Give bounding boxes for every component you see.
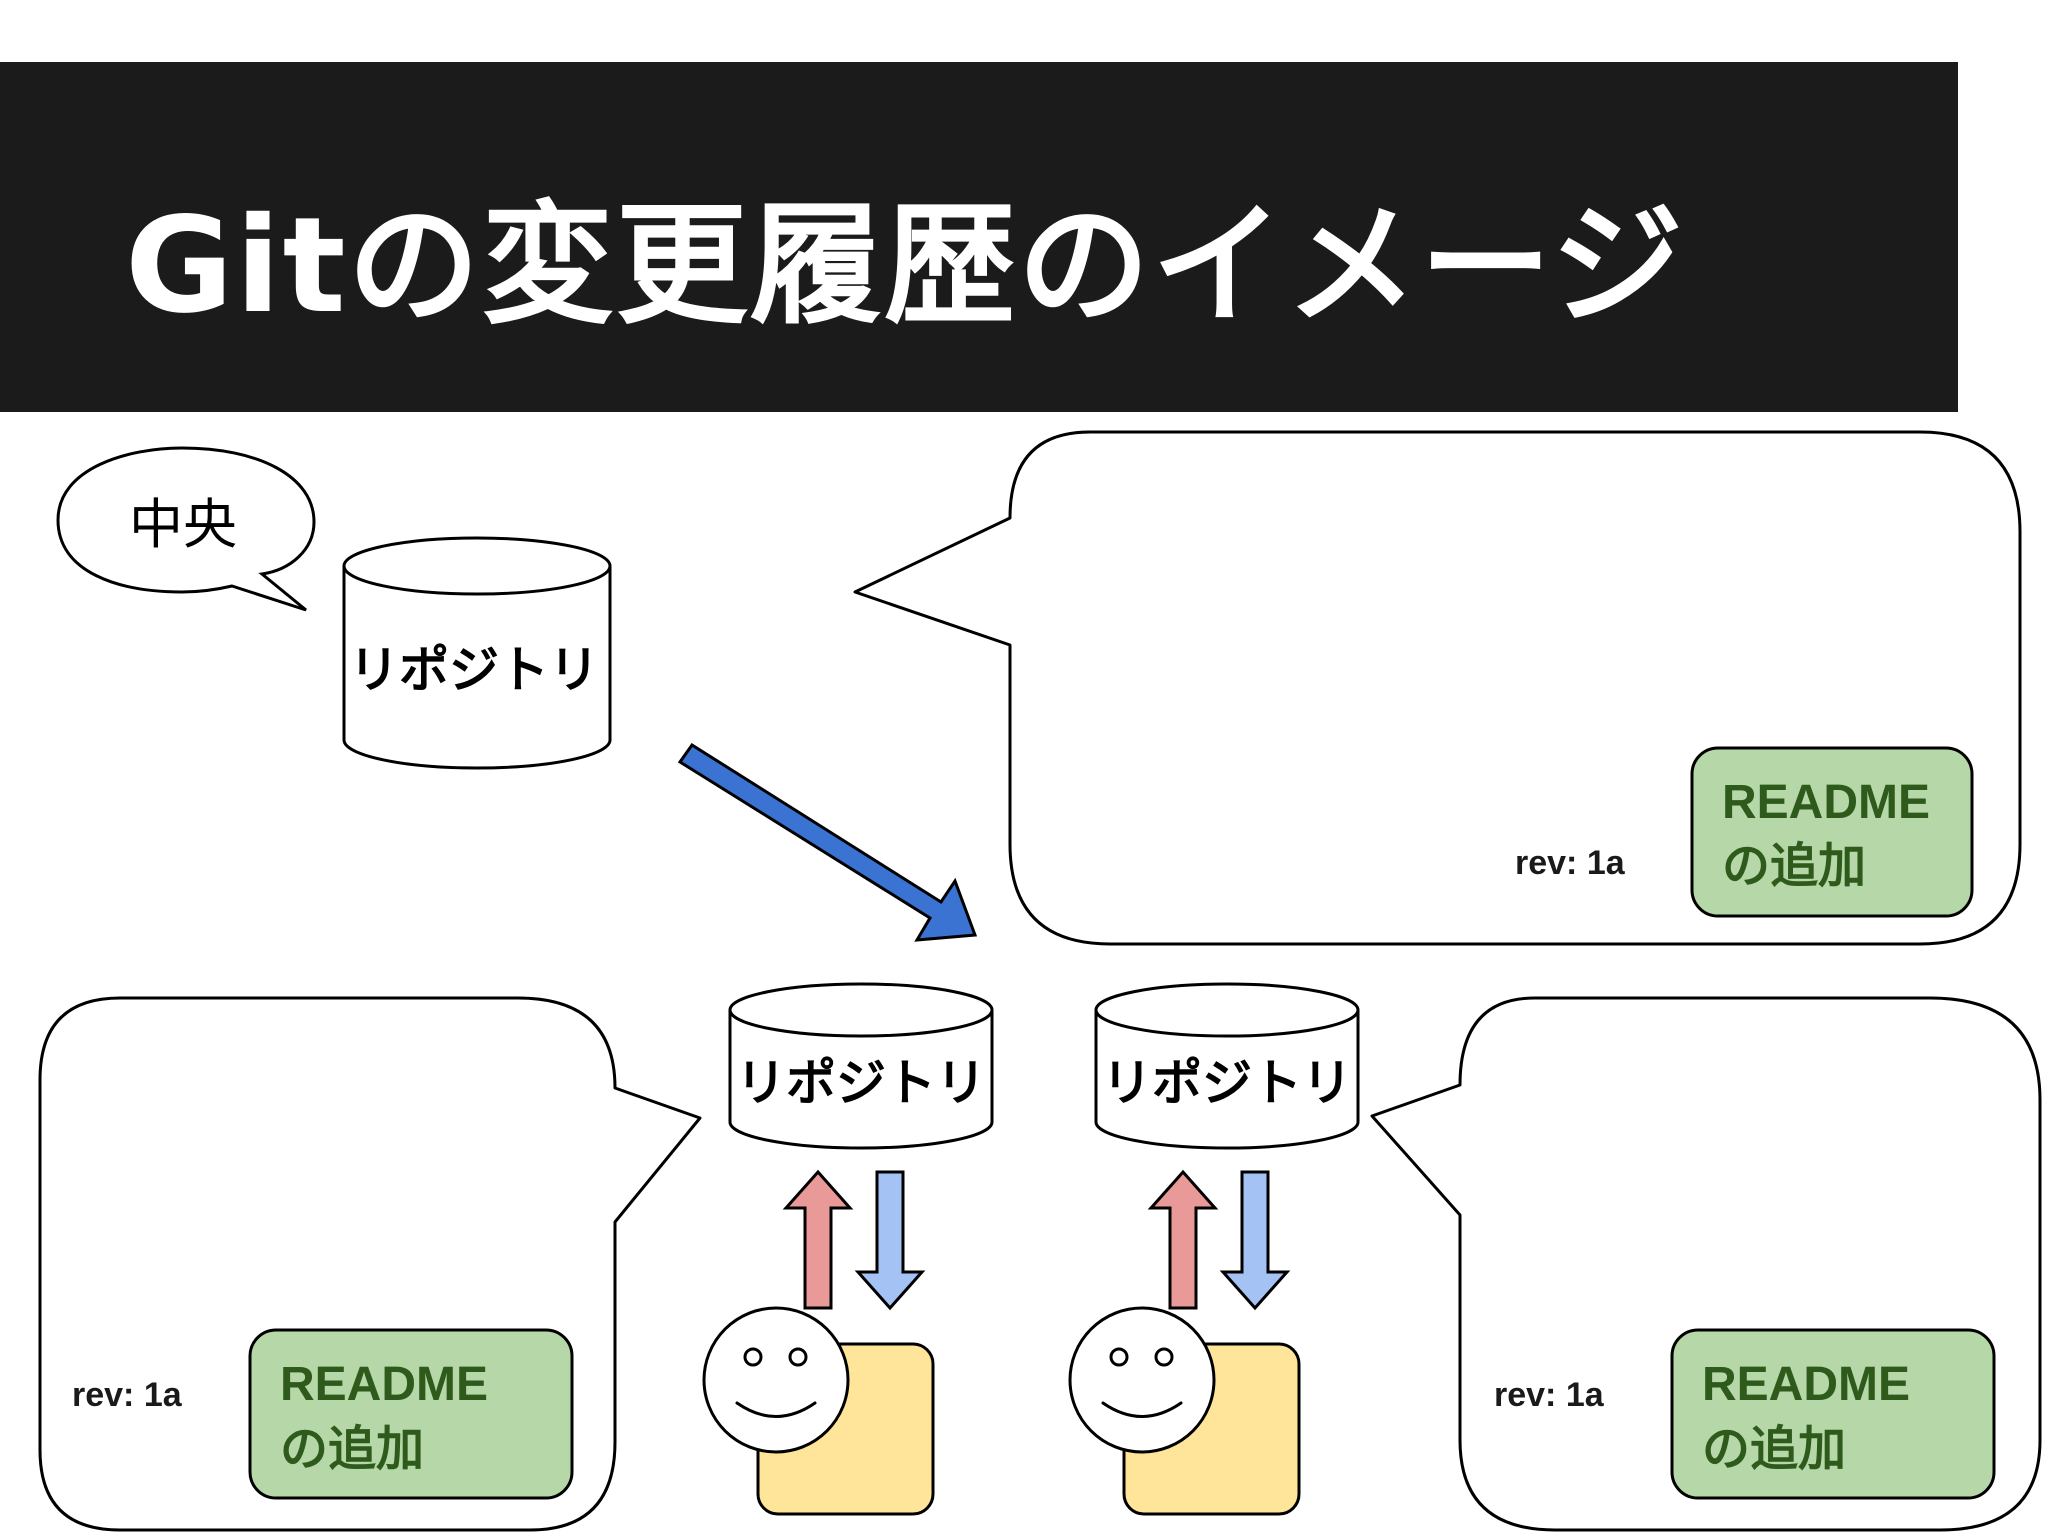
commit-subtitle: の追加 [1702,1423,1846,1476]
smiley-face-icon [1068,1306,1216,1454]
history-panel-bottom-right: rev: 1a README の追加 [1370,996,2042,1532]
pull-arrow-right [1219,1170,1291,1311]
pull-arrow-left [854,1170,926,1311]
commit-box [248,1328,574,1500]
central-repository: リポジトリ [342,536,612,770]
rev-label: rev: 1a [1515,844,1626,882]
history-panel-top-right: rev: 1a README の追加 [853,430,2022,946]
commit-subtitle: の追加 [280,1423,424,1476]
user-left [702,1306,935,1516]
rev-label: rev: 1a [72,1376,183,1414]
central-repository-label: リポジトリ [349,641,599,699]
commit-title: README [1702,1358,1910,1411]
commit-title: README [1722,776,1930,829]
push-arrow-right [1147,1169,1219,1310]
commit-subtitle: の追加 [1722,840,1866,893]
clone-arrow [677,742,978,942]
local-repository-right: リポジトリ [1094,982,1360,1150]
user-right [1068,1306,1301,1516]
smiley-face-icon [702,1306,850,1454]
rev-label: rev: 1a [1494,1376,1605,1414]
central-label: 中央 [129,493,237,556]
commit-box [1690,746,1974,918]
local-repository-left: リポジトリ [728,982,994,1150]
commit-box [1670,1328,1996,1500]
history-panel-bottom-left: rev: 1a README の追加 [38,996,702,1532]
central-speech-bubble: 中央 [56,446,316,612]
commit-title: README [280,1358,488,1411]
local-repository-label: リポジトリ [736,1054,986,1112]
local-repository-label: リポジトリ [1102,1054,1352,1112]
title-bar [0,62,1958,412]
push-arrow-left [782,1169,854,1310]
page-title: Gitの変更履歴のイメージ [125,189,1686,343]
